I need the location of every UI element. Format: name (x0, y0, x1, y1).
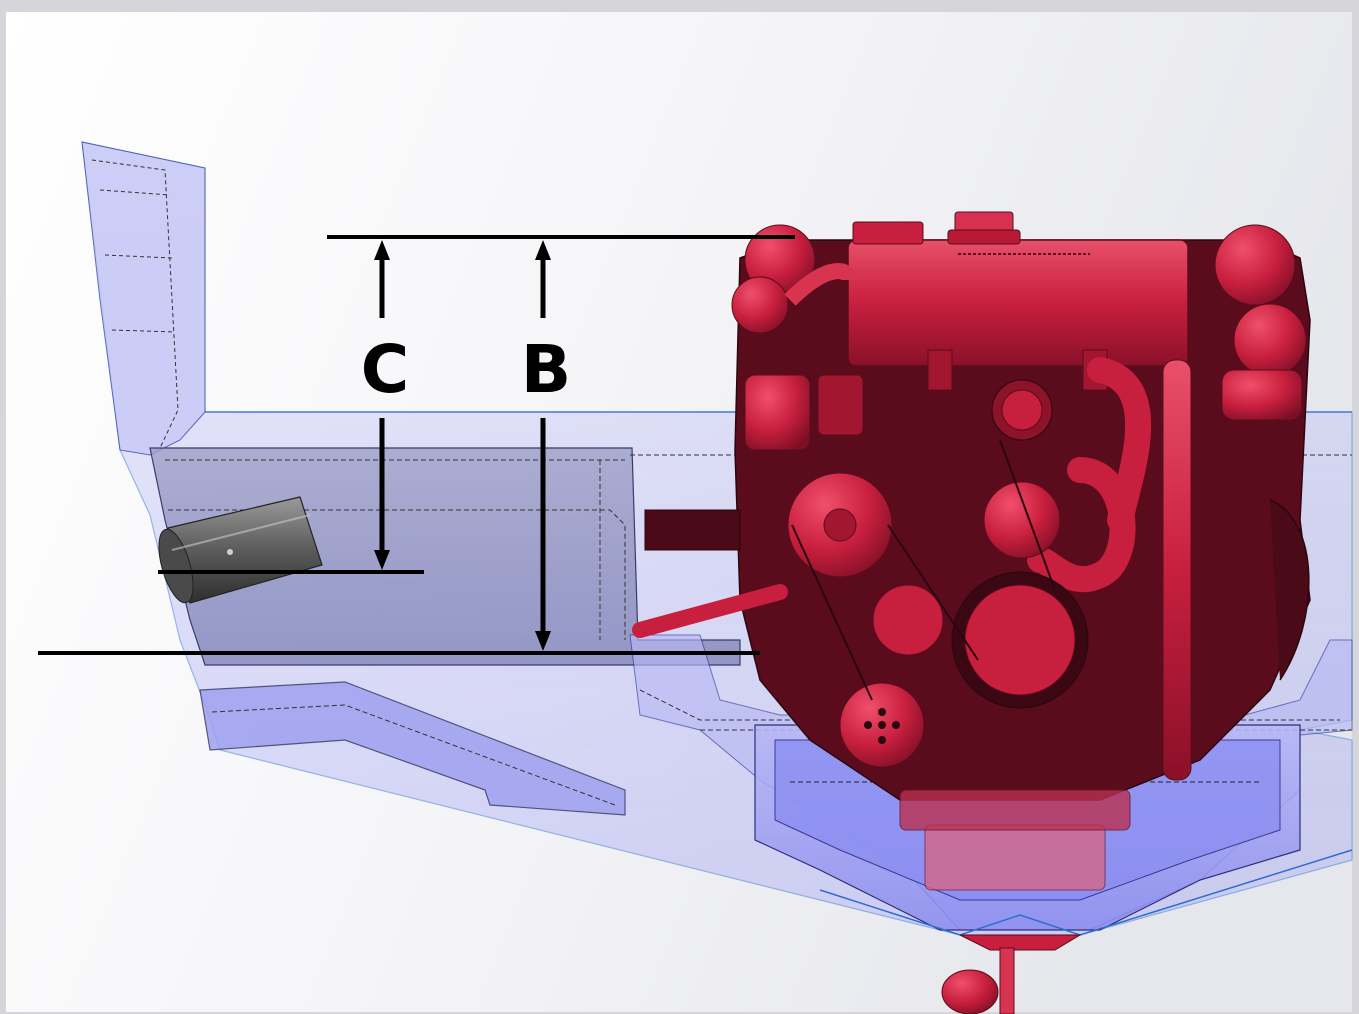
dimension-lines (38, 235, 795, 655)
dimension-b-arrow (535, 240, 551, 651)
dimension-c-arrow (374, 240, 390, 570)
exhaust-pipe (158, 496, 323, 604)
dimension-c-label: C (361, 331, 409, 408)
dimension-b-label: B (521, 331, 571, 408)
engine (632, 211, 1311, 1014)
